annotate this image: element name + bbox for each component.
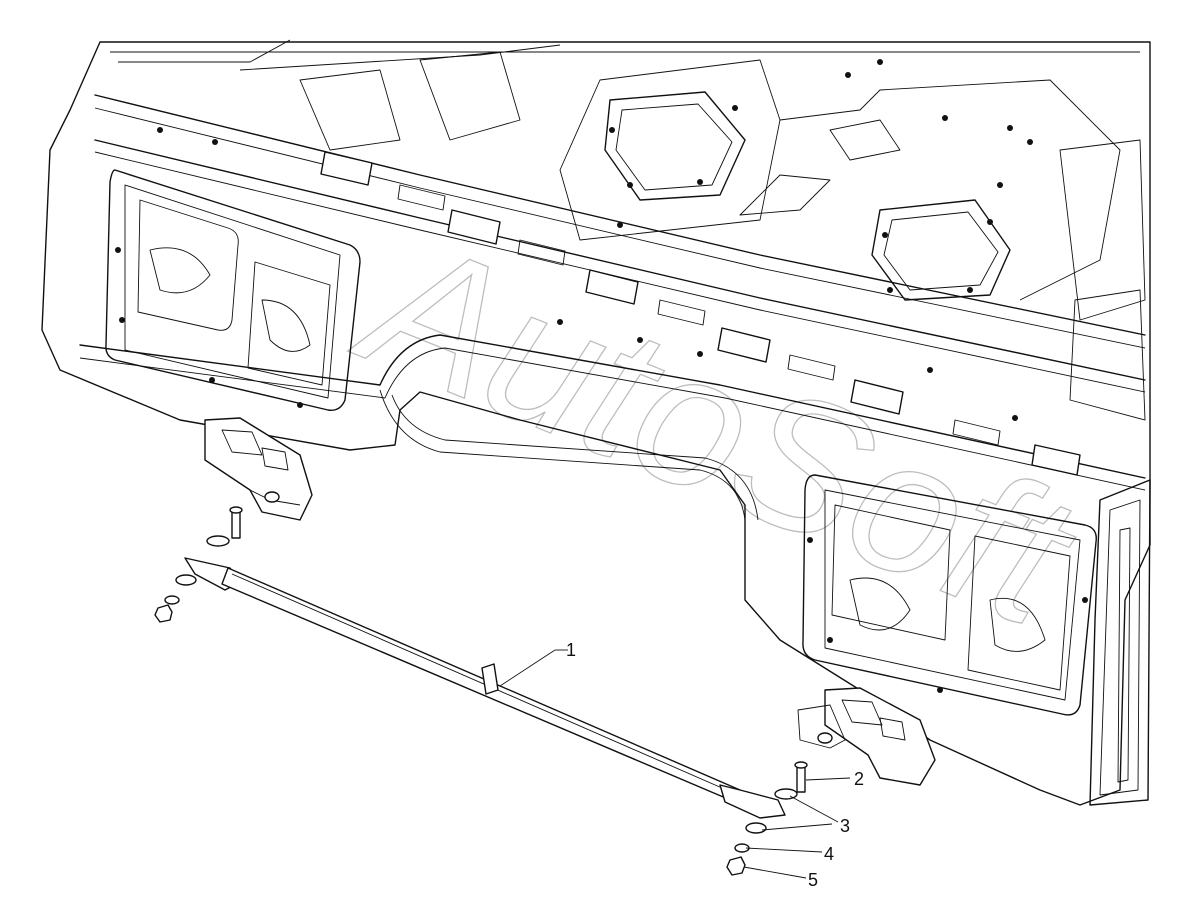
callout-leaders [499,649,851,879]
tie-rod [184,557,786,819]
right-nut [726,856,746,876]
right-bolt [794,761,808,793]
callout-1: 1 [566,640,576,660]
watermark: AutoSoft [332,192,1103,668]
body-panel [41,39,1151,806]
left-lock-washer [164,595,180,605]
left-mount-bracket [204,417,313,521]
left-nut [154,604,173,623]
left-washer-upper [206,535,230,547]
callout-4: 4 [824,844,834,864]
callout-3: 3 [840,816,850,836]
left-bolt [229,506,243,539]
left-washer-lower [175,574,197,586]
callout-5: 5 [808,870,818,890]
right-washer-lower [745,822,767,834]
callout-2: 2 [854,769,864,789]
right-mount-bracket [797,687,936,786]
